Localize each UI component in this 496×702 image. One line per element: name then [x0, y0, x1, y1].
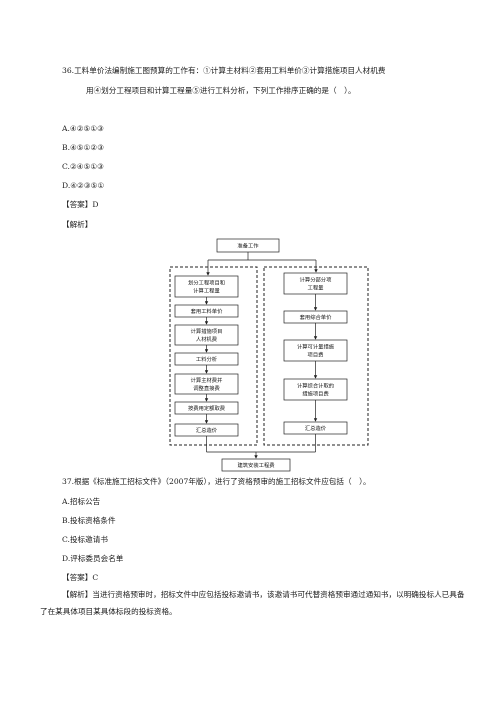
- flow-text-right-1a: 计算分部分项: [300, 276, 332, 284]
- flow-text-right-3a: 计算可计量措施: [297, 343, 335, 351]
- flow-text-left-5b: 调整直接费: [193, 384, 220, 392]
- q36-answer: 【答案】D: [62, 200, 99, 209]
- flow-text-right-4b: 措施项目费: [302, 390, 329, 398]
- q37-answer: 【答案】C: [62, 573, 99, 582]
- q37-analysis: 【解析】当进行资格预审时，招标文件中应包括投标邀请书，该邀请书可代替资格预审通过…: [40, 590, 465, 616]
- flow-text-left-1b: 计算工程量: [193, 287, 220, 295]
- flow-text-left-3b: 人材机费: [196, 335, 217, 343]
- q36-option-d: D.④②③⑤①: [62, 181, 105, 190]
- flow-text-left-1a: 划分工程项目和: [188, 279, 225, 287]
- flow-text-right-1b: 工程量: [308, 284, 325, 292]
- q36-option-c: C.②④⑤①③: [62, 162, 104, 171]
- flow-text-left-7: 汇总造价: [196, 426, 218, 434]
- q37-option-d: D.评标委员会名单: [62, 554, 124, 563]
- flow-box-bottom: [221, 458, 291, 472]
- q36-analysis-label: 【解析】: [62, 220, 93, 229]
- flow-group-left-border: [169, 266, 258, 446]
- q37-option-c: C.投标邀请书: [62, 535, 108, 544]
- q36-option-a: A.④②⑤①③: [62, 124, 104, 133]
- flow-text-right-4a: 计算综合计取的: [297, 382, 334, 390]
- flow-text-bottom: 建筑安装工程费: [237, 461, 274, 469]
- q37-option-a: A.招标公告: [62, 497, 101, 506]
- flow-text-left-3a: 计算措施项目: [191, 327, 223, 335]
- flow-text-left-6: 按费用定额取费: [188, 404, 225, 412]
- flow-text-left-4: 工料分析: [196, 355, 218, 363]
- flow-group-right-border: [263, 266, 369, 446]
- q37-option-b: B.投标资格条件: [62, 516, 116, 525]
- q36-stem-line1: 36.工料单价法编制施工图预算的工作有：①计算主材料②套用工料单价③计算措施项目…: [62, 66, 386, 75]
- q37-stem: 37.根据《标准施工招标文件》（2007年版），进行了资格预审的施工招标文件应包…: [62, 477, 371, 486]
- flow-text-left-2: 套用工料单价: [191, 307, 223, 315]
- flow-text-right-2: 套用综合单价: [300, 313, 332, 321]
- flow-text-right-5: 汇总造价: [305, 424, 327, 432]
- flow-text-right-3b: 项目费: [308, 351, 324, 359]
- q36-option-b: B.④⑤①②③: [62, 143, 105, 152]
- flow-text-left-5a: 计算主材费并: [191, 376, 223, 384]
- flow-text-prepare: 准备工作: [237, 242, 259, 250]
- q36-stem-line2: 用④划分工程项目和计算工程量⑤进行工料分析，下列工作排序正确的是（ ）。: [86, 86, 356, 95]
